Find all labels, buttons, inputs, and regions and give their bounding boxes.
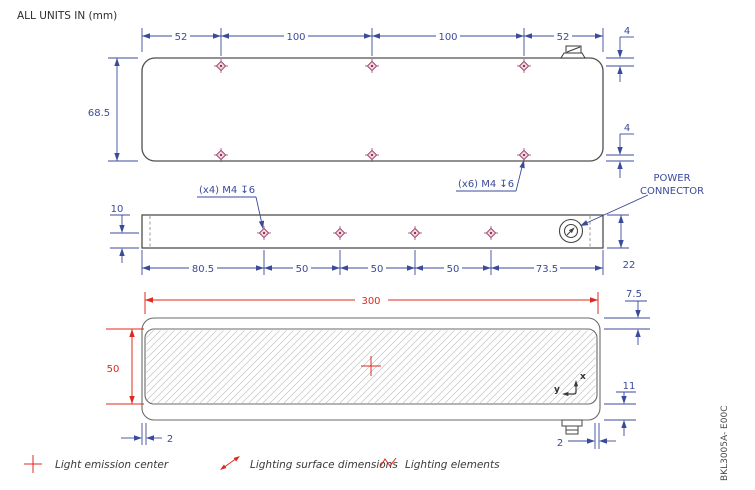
side-view: 10 80.5 50 (110, 173, 704, 275)
legend-label: Lighting surface dimensions (250, 459, 398, 471)
dim-left-margin: 2 (121, 423, 173, 445)
dim-label: 11 (623, 381, 636, 392)
note-power-connector: POWER CONNECTOR (578, 173, 704, 229)
note-side-threads: (x4) M4 ↧6 (197, 185, 266, 230)
light-emission-center-icon (24, 455, 42, 473)
front-view-outline (141, 317, 601, 421)
note-top-threads: (x6) M4 ↧6 (456, 159, 527, 192)
dim-label: 100 (438, 32, 457, 43)
dim-side-length-chain: 80.5 50 50 50 73.5 (141, 250, 604, 275)
dim-label: 50 (107, 364, 120, 375)
lighting-surface-outline (144, 328, 598, 405)
dim-lighting-width: 300 (144, 292, 599, 314)
dim-right-margin: 2 (557, 423, 616, 449)
dim-lighting-height: 50 (106, 328, 144, 405)
dim-label: 50 (447, 264, 460, 275)
thread-note-label: (x4) M4 ↧6 (199, 185, 255, 196)
lighting-elements-icon (379, 457, 397, 468)
xy-axis-icon: x y (554, 372, 586, 397)
front-view: x y 300 50 7.5 (106, 289, 650, 449)
dim-top-margin: 7.5 (604, 289, 650, 345)
dim-label: 52 (557, 32, 570, 43)
drawing-number: BKL3005A- E00C (720, 406, 730, 482)
dim-label: 68.5 (88, 108, 110, 119)
dim-side-hole-offset: 10 (110, 204, 139, 263)
legend-label: Light emission center (55, 459, 169, 471)
dim-top-height: 68.5 (88, 57, 138, 162)
power-connector-top-icon (560, 45, 586, 59)
dim-label: 50 (371, 264, 384, 275)
light-emission-center-marker (361, 356, 381, 376)
axis-x-label: x (580, 372, 586, 382)
dim-label: 100 (286, 32, 305, 43)
dim-side-height: 22 (607, 214, 636, 271)
top-view: 52 100 100 52 68.5 4 4 (88, 26, 634, 192)
dim-label: 22 (623, 260, 636, 271)
dim-label: 80.5 (192, 264, 214, 275)
dim-label: 4 (624, 123, 630, 134)
dim-label: 2 (167, 434, 173, 445)
dim-label: 50 (296, 264, 309, 275)
power-connector-icon (558, 218, 584, 244)
dim-label: 10 (111, 204, 124, 215)
legend-label: Lighting elements (405, 459, 500, 471)
side-view-outline (141, 214, 604, 249)
thread-note-label: (x6) M4 ↧6 (458, 179, 514, 190)
power-connector-label-line1: POWER (653, 173, 690, 184)
power-connector-bottom-icon (561, 419, 583, 435)
power-connector-label-line2: CONNECTOR (640, 186, 704, 197)
dim-hole-offset-top: 4 (606, 26, 634, 82)
dim-label: 4 (624, 26, 630, 37)
axis-y-label: y (554, 385, 560, 395)
dim-top-width-chain: 52 100 100 52 (141, 28, 604, 56)
dim-label: 52 (175, 32, 188, 43)
surface-dimensions-icon (218, 454, 242, 472)
dim-label: 2 (557, 438, 563, 449)
units-note: ALL UNITS IN (mm) (17, 10, 117, 22)
dim-label: 300 (361, 296, 380, 307)
legend: Light emission center Lighting surface d… (24, 454, 500, 473)
dim-hole-offset-bottom: 4 (606, 123, 634, 178)
top-view-outline (141, 57, 604, 162)
dim-label: 7.5 (626, 289, 642, 300)
lighting-elements-hatch (146, 330, 596, 404)
dim-bottom-margin: 11 (604, 381, 636, 436)
dim-label: 73.5 (536, 264, 558, 275)
